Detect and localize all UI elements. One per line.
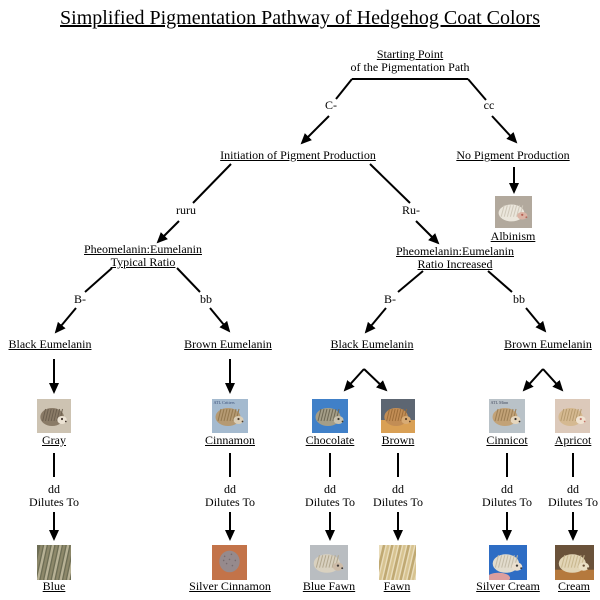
albino-hedgehog-image: [495, 196, 532, 228]
thumbnail-graphic: ATL Critters: [212, 399, 248, 433]
node-black-eumelanin-right: Black Eumelanin: [330, 337, 414, 351]
gene-label-bb-left: bb: [200, 292, 212, 306]
silver-cream-hedgehog-image: [489, 545, 527, 580]
apricot-hedgehog-image: [555, 399, 590, 433]
connector-line: [415, 220, 440, 245]
coat-label-blue-fawn: Blue Fawn: [302, 579, 356, 593]
connector-line: [491, 115, 518, 144]
connector-line: [300, 115, 330, 145]
starting-point-line1: Starting Point: [376, 47, 444, 61]
node-pheo-increased-line1: Pheomelanin:Eumelanin: [396, 244, 514, 258]
thumbnail-graphic: [37, 545, 71, 580]
coat-label-cinnamon: Cinnamon: [205, 433, 255, 447]
svg-text:ATL Critters: ATL Critters: [214, 400, 235, 405]
coat-label-gray: Gray: [42, 433, 66, 447]
dilutes-to-label-col2: Dilutes To: [205, 495, 255, 509]
cinnamon-hedgehog-image: ATL Critters: [212, 399, 248, 433]
connector-line: [397, 270, 424, 293]
diagram-title: Simplified Pigmentation Pathway of Hedge…: [60, 7, 540, 29]
dilutes-to-label-col6: Dilutes To: [548, 495, 598, 509]
gene-label-bb-right: bb: [513, 292, 525, 306]
thumbnail-graphic: [555, 399, 590, 433]
gray-hedgehog-image: [37, 399, 71, 433]
dilutes-to-label-col1: Dilutes To: [29, 495, 79, 509]
connector-line: [335, 78, 353, 100]
thumbnail-graphic: [381, 399, 415, 433]
gene-label-cc: cc: [483, 98, 495, 112]
node-pheo-typical-line2: Typical Ratio: [110, 255, 176, 269]
cinnicot-hedgehog-image: ATL Minn: [489, 399, 525, 433]
starting-point-line2: of the Pigmentation Path: [350, 60, 470, 74]
thumbnail-graphic: [212, 545, 247, 580]
blue-quills-image: [37, 545, 71, 580]
gene-label-ru-dominant: Ru-: [402, 203, 420, 217]
chocolate-hedgehog-image: [312, 399, 348, 433]
coat-label-blue: Blue: [42, 579, 66, 593]
dilutes-to-label-col3: Dilutes To: [305, 495, 355, 509]
gene-label-c-dominant: C-: [325, 98, 337, 112]
coat-label-brown: Brown: [381, 433, 415, 447]
connector-line: [369, 163, 411, 204]
connector-line: [522, 368, 544, 392]
connector-line: [542, 368, 564, 392]
connector-line: [209, 307, 231, 333]
brown-hedgehog-image: [381, 399, 415, 433]
connector-line: [176, 267, 201, 293]
connector-line: [364, 307, 387, 334]
gene-label-ruru: ruru: [176, 203, 196, 217]
dd-label-col5: dd: [501, 482, 513, 496]
node-no-pigment: No Pigment Production: [456, 148, 570, 162]
fawn-quills-image: [379, 545, 416, 580]
connector-line: [525, 307, 547, 333]
gene-label-b-dominant-left: B-: [74, 292, 86, 306]
node-initiation: Initiation of Pigment Production: [220, 148, 376, 162]
coat-label-silver-cinnamon: Silver Cinnamon: [189, 579, 271, 593]
coat-label-chocolate: Chocolate: [305, 433, 355, 447]
node-pheo-increased-line2: Ratio Increased: [417, 257, 493, 271]
blue-fawn-hedgehog-image: [310, 545, 348, 580]
connector-line: [84, 267, 113, 293]
coat-label-silver-cream: Silver Cream: [476, 579, 540, 593]
coat-label-cinnicot: Cinnicot: [486, 433, 528, 447]
connector-line: [343, 368, 365, 392]
cream-hedgehog-image: [555, 545, 594, 580]
dd-label-col6: dd: [567, 482, 579, 496]
dilutes-to-label-col5: Dilutes To: [482, 495, 532, 509]
connector-line: [192, 163, 232, 204]
node-black-eumelanin-left: Black Eumelanin: [8, 337, 92, 351]
thumbnail-graphic: [37, 399, 71, 433]
node-albinism: Albinism: [490, 229, 536, 243]
connector-line: [467, 78, 487, 101]
silver-cinnamon-hedgehog-image: [212, 545, 247, 580]
thumbnail-graphic: [489, 545, 527, 580]
node-pheo-typical-line1: Pheomelanin:Eumelanin: [84, 242, 202, 256]
coat-label-fawn: Fawn: [383, 579, 411, 593]
dilutes-to-label-col4: Dilutes To: [373, 495, 423, 509]
thumbnail-graphic: [312, 399, 348, 433]
dd-label-col3: dd: [324, 482, 336, 496]
thumbnail-graphic: [495, 196, 532, 228]
dd-label-col2: dd: [224, 482, 236, 496]
gene-label-b-dominant-right: B-: [384, 292, 396, 306]
coat-label-apricot: Apricot: [554, 433, 592, 447]
svg-text:ATL Minn: ATL Minn: [491, 400, 510, 405]
coat-label-cream: Cream: [558, 579, 590, 593]
connector-line: [363, 368, 388, 392]
dd-label-col4: dd: [392, 482, 404, 496]
connector-line: [54, 307, 77, 334]
thumbnail-graphic: [379, 545, 416, 580]
connector-line: [156, 220, 180, 244]
thumbnail-graphic: [310, 545, 348, 580]
connector-line: [487, 270, 513, 293]
dd-label-col1: dd: [48, 482, 60, 496]
thumbnail-graphic: [555, 545, 594, 580]
node-brown-eumelanin-right: Brown Eumelanin: [504, 337, 592, 351]
node-brown-eumelanin-left: Brown Eumelanin: [184, 337, 272, 351]
thumbnail-graphic: ATL Minn: [489, 399, 525, 433]
